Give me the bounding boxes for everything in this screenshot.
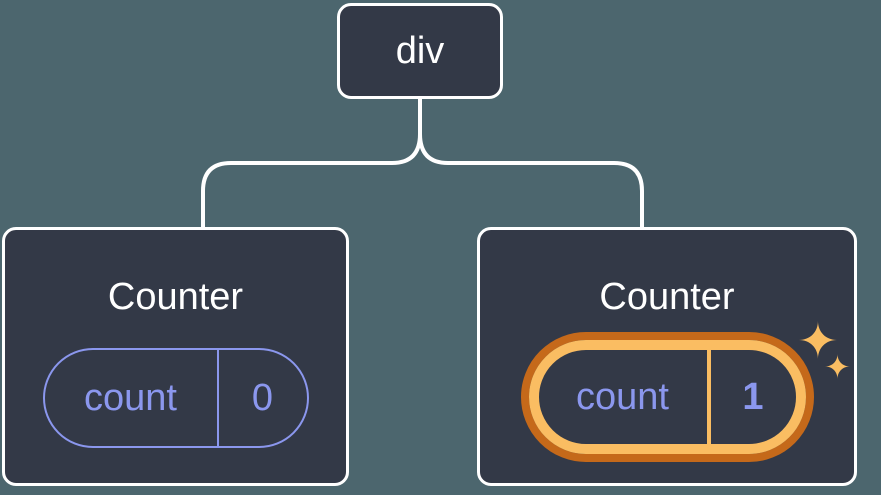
- sparkle-small: [825, 354, 850, 379]
- connector-left-branch: [201, 132, 422, 229]
- state-pill-inner-ring: count 1: [528, 340, 806, 454]
- state-pill-divider: [706, 350, 711, 444]
- connector-right-branch: [418, 132, 644, 229]
- state-pill: count 0: [42, 348, 309, 448]
- state-value: 1: [742, 376, 764, 418]
- counter-title: Counter: [599, 276, 735, 318]
- counter-title: Counter: [107, 276, 244, 318]
- sparkle-large: [799, 321, 837, 359]
- counter-node-right: Counter count 1: [477, 227, 857, 486]
- counter-node-left: Counter count 0: [2, 227, 349, 486]
- tree-node-div: div: [337, 3, 503, 99]
- div-node-label: div: [395, 30, 445, 72]
- state-pill-divider: [216, 350, 219, 446]
- state-name-label: count: [84, 377, 177, 419]
- state-pill-highlighted: count 1: [520, 332, 814, 462]
- state-name-label: count: [576, 376, 669, 418]
- state-value: 0: [251, 377, 274, 419]
